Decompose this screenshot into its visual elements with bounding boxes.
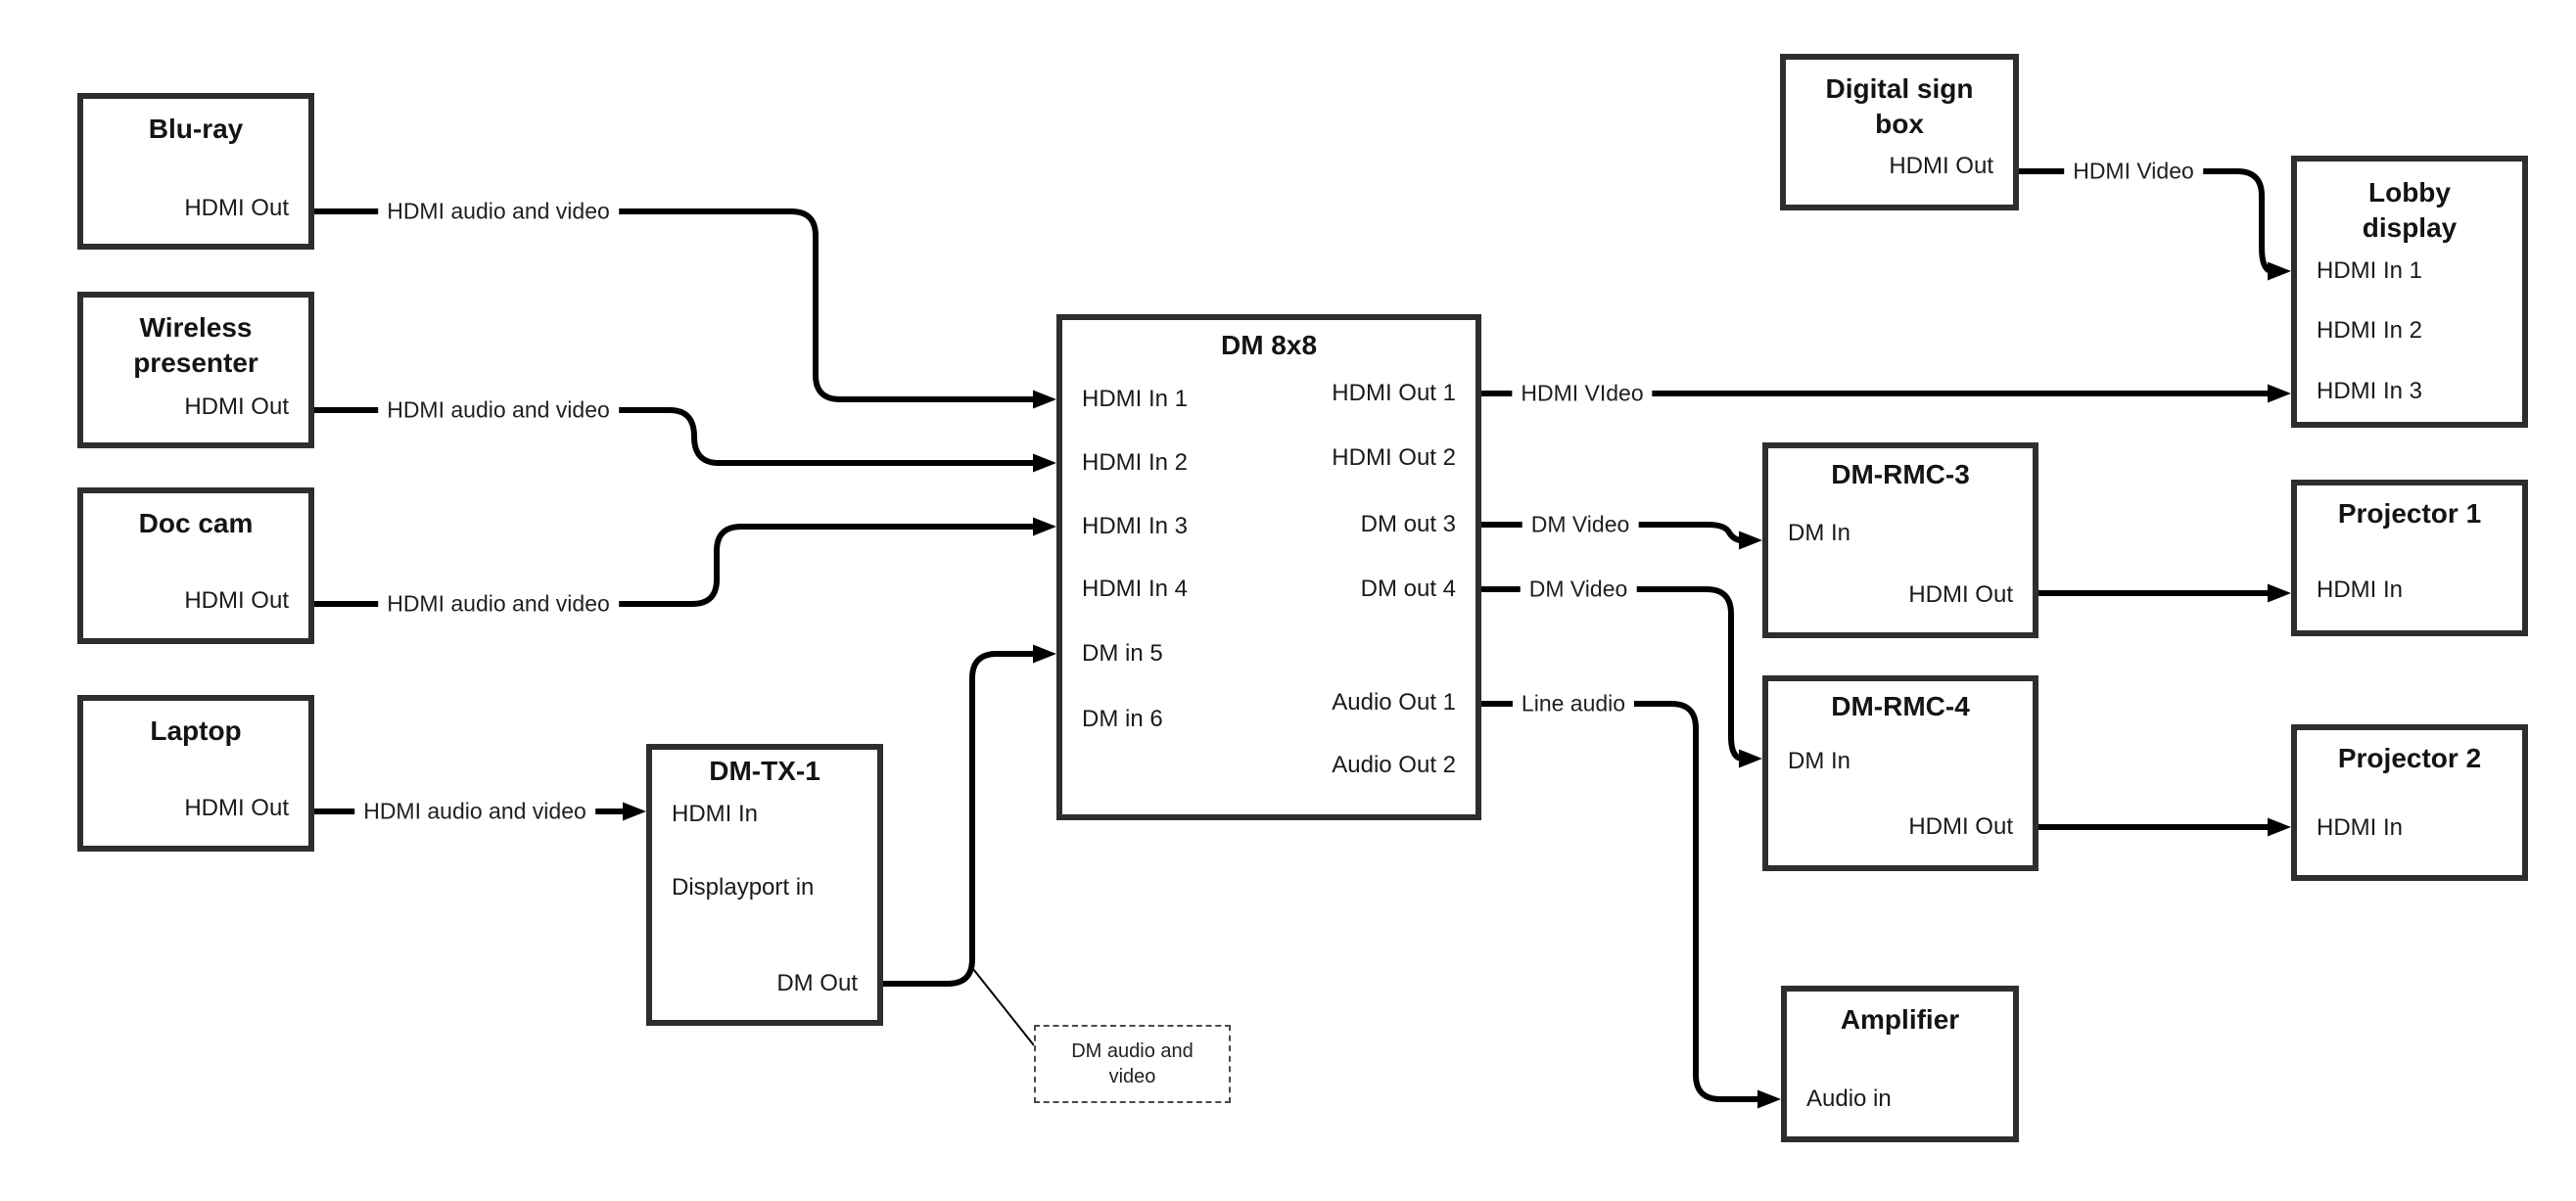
port-dm-rmc-3-dm-in: DM In bbox=[1788, 520, 1851, 546]
port-digital-sign-box-hdmi-out: HDMI Out bbox=[1889, 153, 1993, 179]
port-dm-rmc-3-hdmi-out: HDMI Out bbox=[1908, 581, 2013, 608]
device-box-dm-rmc-3: DM-RMC-3 DM In HDMI Out bbox=[1762, 442, 2038, 638]
device-title-wireless-presenter: Wireless presenter bbox=[133, 312, 258, 378]
port-lobby-display-hdmi-in-2: HDMI In 2 bbox=[2317, 317, 2423, 344]
arrowhead-icon-wireless-to-hdmi-in-2 bbox=[1033, 453, 1056, 473]
connector-label-sign-box-to-lobby-in-1: HDMI Video bbox=[2064, 157, 2203, 186]
annotation-note-dm-audio-video: DM audio and video bbox=[1034, 1025, 1231, 1103]
device-title-dm-rmc-3: DM-RMC-3 bbox=[1831, 459, 1970, 489]
port-dm-8x8-dm-out-4: DM out 4 bbox=[1360, 576, 1456, 602]
arrowhead-icon-audio-out-1-to-amplifier bbox=[1757, 1089, 1781, 1109]
arrowhead-icon-rmc-4-to-projector-2 bbox=[2268, 817, 2291, 837]
device-title-amplifier: Amplifier bbox=[1840, 1004, 1960, 1035]
device-title-laptop: Laptop bbox=[150, 716, 242, 746]
connector-label-dm-out-3-to-rmc-3: DM Video bbox=[1522, 510, 1639, 539]
port-dm-tx-1-displayport-in: Displayport in bbox=[672, 874, 815, 901]
connector-sign-box-to-lobby-in-1 bbox=[2019, 168, 2273, 274]
port-dm-8x8-audio-out-2: Audio Out 2 bbox=[1332, 752, 1456, 778]
annotation-leader-line bbox=[968, 963, 1035, 1046]
device-title-dm-tx-1: DM-TX-1 bbox=[709, 756, 820, 786]
arrowhead-icon-dm-out-4-to-rmc-4 bbox=[1739, 749, 1762, 768]
port-dm-rmc-4-dm-in: DM In bbox=[1788, 748, 1851, 774]
port-laptop-hdmi-out: HDMI Out bbox=[184, 795, 289, 821]
arrowhead-icon-rmc-3-to-projector-1 bbox=[2268, 583, 2291, 603]
device-title-digital-sign-box: Digital sign box bbox=[1825, 73, 1974, 139]
connector-label-wireless-to-hdmi-in-2: HDMI audio and video bbox=[378, 395, 619, 425]
port-projector-2-hdmi-in: HDMI In bbox=[2317, 814, 2404, 841]
device-title-projector-2: Projector 2 bbox=[2337, 743, 2482, 773]
port-amplifier-audio-in: Audio in bbox=[1806, 1086, 1892, 1112]
connector-label-laptop-to-dm-tx-1: HDMI audio and video bbox=[354, 797, 595, 826]
port-dm-rmc-4-hdmi-out: HDMI Out bbox=[1908, 813, 2013, 840]
connector-label-doccam-to-hdmi-in-3: HDMI audio and video bbox=[378, 589, 619, 619]
connector-dm-tx-1-to-dm-in-5 bbox=[883, 651, 1036, 987]
port-wireless-presenter-hdmi-out: HDMI Out bbox=[184, 393, 289, 420]
port-dm-8x8-hdmi-in-2: HDMI In 2 bbox=[1082, 449, 1189, 476]
port-dm-8x8-hdmi-in-3: HDMI In 3 bbox=[1082, 513, 1189, 539]
device-title-blu-ray: Blu-ray bbox=[148, 114, 244, 144]
device-box-dm-rmc-4: DM-RMC-4 DM In HDMI Out bbox=[1762, 675, 2038, 871]
arrowhead-icon-hdmi-out-1-to-lobby-in-3 bbox=[2268, 384, 2291, 403]
arrowhead-icon-doccam-to-hdmi-in-3 bbox=[1033, 517, 1056, 536]
port-dm-tx-1-hdmi-in: HDMI In bbox=[672, 801, 759, 827]
port-dm-8x8-hdmi-out-2: HDMI Out 2 bbox=[1332, 444, 1456, 471]
port-dm-8x8-dm-in-5: DM in 5 bbox=[1082, 640, 1163, 667]
connector-label-hdmi-out-1-to-lobby-in-3: HDMI VIdeo bbox=[1512, 379, 1653, 408]
connector-bluray-to-hdmi-in-1 bbox=[314, 208, 1036, 402]
device-title-dm-8x8: DM 8x8 bbox=[1220, 330, 1318, 360]
port-projector-1-hdmi-in: HDMI In bbox=[2317, 577, 2404, 603]
arrowhead-icon-dm-tx-1-to-dm-in-5 bbox=[1033, 644, 1056, 664]
arrowhead-icon-sign-box-to-lobby-in-1 bbox=[2268, 261, 2291, 281]
port-dm-8x8-hdmi-in-4: HDMI In 4 bbox=[1082, 576, 1189, 602]
device-title-projector-1: Projector 1 bbox=[2337, 498, 2482, 529]
port-dm-8x8-dm-in-6: DM in 6 bbox=[1082, 706, 1163, 732]
arrowhead-icon-laptop-to-dm-tx-1 bbox=[623, 802, 646, 821]
arrowhead-icon-dm-out-3-to-rmc-3 bbox=[1739, 531, 1762, 550]
port-lobby-display-hdmi-in-3: HDMI In 3 bbox=[2317, 378, 2423, 404]
device-title-dm-rmc-4: DM-RMC-4 bbox=[1831, 691, 1970, 721]
connector-label-audio-out-1-to-amplifier: Line audio bbox=[1512, 689, 1635, 718]
device-box-projector-2: Projector 2 HDMI In bbox=[2291, 724, 2528, 881]
device-box-projector-1: Projector 1 HDMI In bbox=[2291, 480, 2528, 636]
connector-label-dm-out-4-to-rmc-4: DM Video bbox=[1520, 575, 1637, 604]
port-dm-tx-1-dm-out: DM Out bbox=[776, 970, 858, 996]
port-dm-8x8-dm-out-3: DM out 3 bbox=[1360, 511, 1456, 537]
device-title-lobby-display: Lobby display bbox=[2362, 177, 2458, 243]
device-title-doc-cam: Doc cam bbox=[138, 508, 254, 538]
port-dm-8x8-hdmi-in-1: HDMI In 1 bbox=[1082, 386, 1189, 412]
port-doc-cam-hdmi-out: HDMI Out bbox=[184, 587, 289, 614]
port-dm-8x8-hdmi-out-1: HDMI Out 1 bbox=[1332, 380, 1456, 406]
port-dm-8x8-audio-out-1: Audio Out 1 bbox=[1332, 689, 1456, 716]
connector-audio-out-1-to-amplifier bbox=[1481, 701, 1760, 1102]
port-lobby-display-hdmi-in-1: HDMI In 1 bbox=[2317, 257, 2423, 284]
connector-dm-out-4-to-rmc-4 bbox=[1481, 586, 1744, 762]
arrowhead-icon-bluray-to-hdmi-in-1 bbox=[1033, 390, 1056, 409]
connector-label-bluray-to-hdmi-in-1: HDMI audio and video bbox=[378, 197, 619, 226]
port-blu-ray-hdmi-out: HDMI Out bbox=[184, 195, 289, 221]
